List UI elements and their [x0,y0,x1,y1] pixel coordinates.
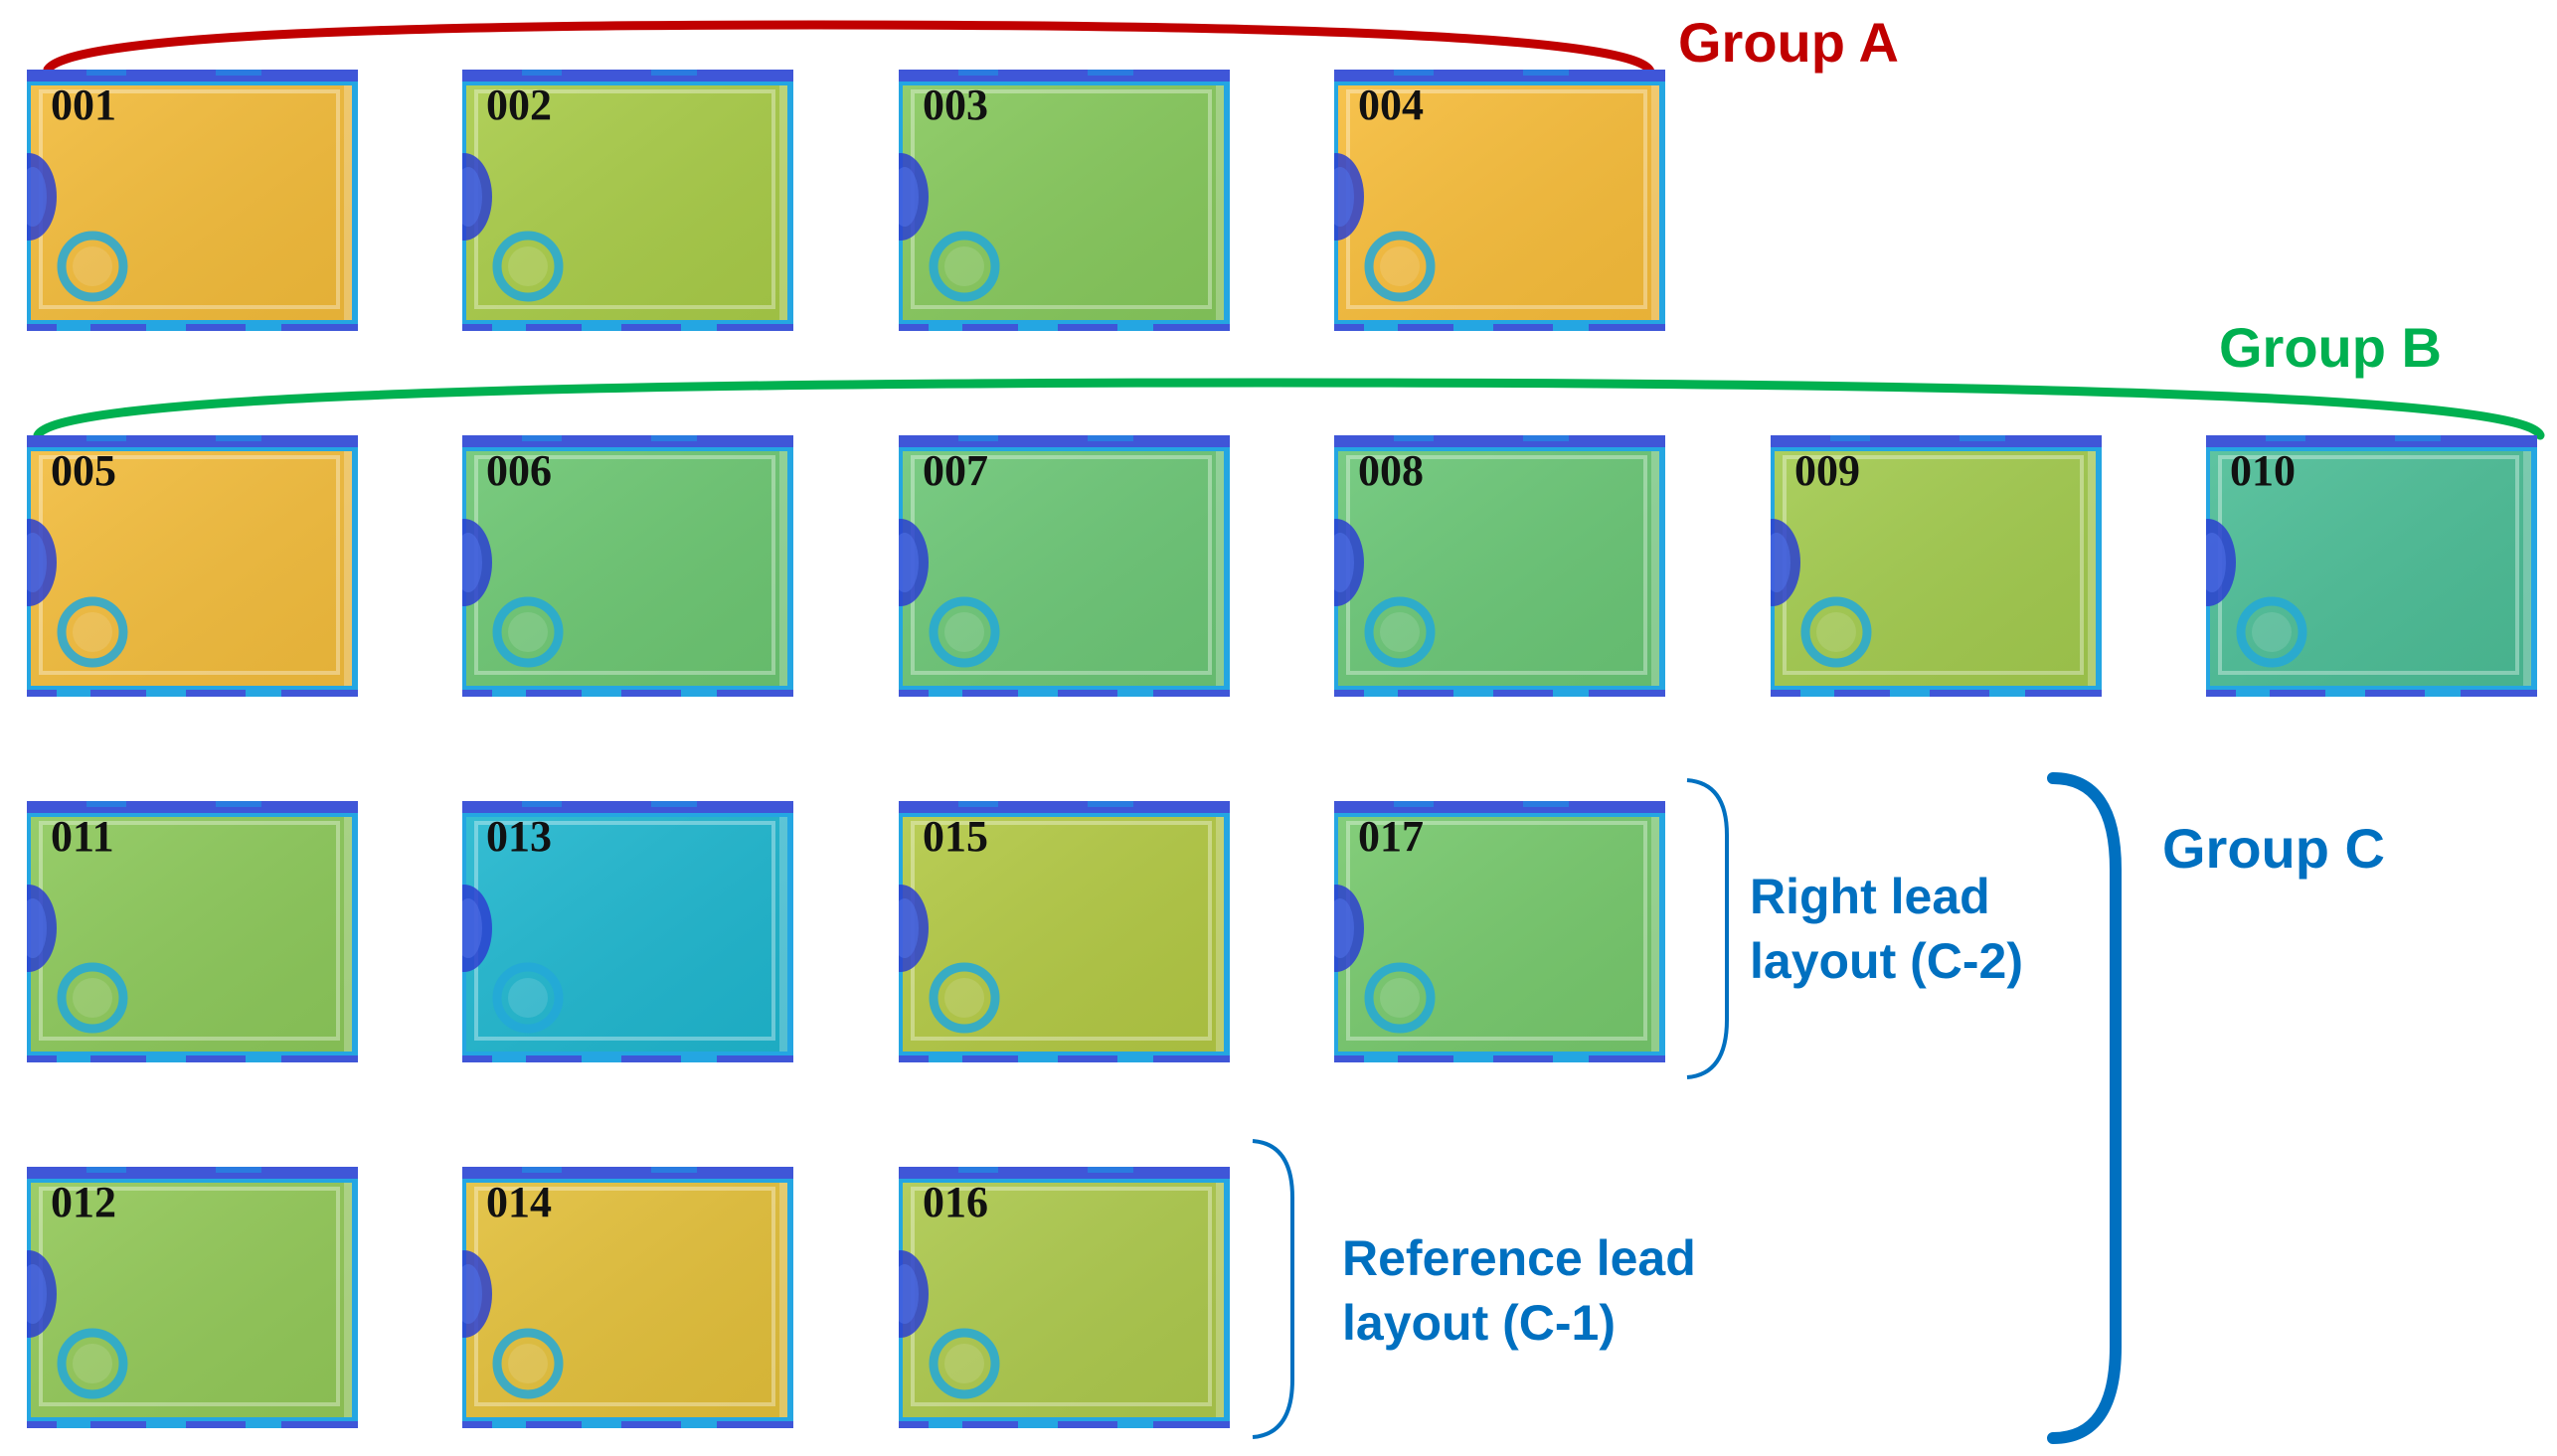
group-b-arc [33,378,2545,440]
sample-id-label: 013 [486,812,552,861]
sample-tile-007: 007 [899,435,1230,697]
sample-tile-003: 003 [899,70,1230,331]
sample-tile-002: 002 [462,70,793,331]
sample-id-label: 002 [486,81,552,129]
sample-tile-001: 001 [27,70,358,331]
sample-tile-017: 017 [1334,801,1665,1062]
group-a-arc [43,20,1655,77]
sample-tile-008: 008 [1334,435,1665,697]
sample-tile-004: 004 [1334,70,1665,331]
sample-id-label: 005 [51,446,116,495]
sample-tile-016: 016 [899,1167,1230,1428]
sample-id-label: 004 [1358,81,1424,129]
reference-lead-layout-label: Reference lead layout (C-1) [1342,1226,1696,1356]
sample-tile-012: 012 [27,1167,358,1428]
sample-tile-014: 014 [462,1167,793,1428]
sample-tile-005: 005 [27,435,358,697]
sample-id-label: 016 [923,1178,988,1226]
sample-id-label: 014 [486,1178,552,1226]
sample-id-label: 001 [51,81,116,129]
right-lead-bracket [1686,778,1729,1079]
reference-lead-line-1: Reference lead [1342,1230,1696,1286]
right-lead-layout-label: Right lead layout (C-2) [1750,865,2023,994]
reference-lead-line-2: layout (C-1) [1342,1295,1616,1351]
right-lead-line-2: layout (C-2) [1750,933,2023,989]
sample-id-label: 003 [923,81,988,129]
sample-tile-011: 011 [27,801,358,1062]
sample-tile-010: 010 [2206,435,2537,697]
sample-id-label: 009 [1794,446,1860,495]
sample-tile-013: 013 [462,801,793,1062]
sample-id-label: 012 [51,1178,116,1226]
sample-id-label: 015 [923,812,988,861]
group-b-label: Group B [2219,316,2442,379]
sample-tile-015: 015 [899,801,1230,1062]
group-a-label: Group A [1678,11,1899,74]
group-c-label: Group C [2162,817,2385,880]
sample-id-label: 010 [2230,446,2296,495]
sample-id-label: 011 [51,812,114,861]
sample-id-label: 017 [1358,812,1424,861]
reference-lead-bracket [1252,1139,1294,1439]
sample-id-label: 007 [923,446,988,495]
sample-tile-009: 009 [1771,435,2102,697]
sample-id-label: 006 [486,446,552,495]
right-lead-line-1: Right lead [1750,869,1990,924]
sample-id-label: 008 [1358,446,1424,495]
sample-tile-006: 006 [462,435,793,697]
group-c-bracket [2047,772,2122,1444]
